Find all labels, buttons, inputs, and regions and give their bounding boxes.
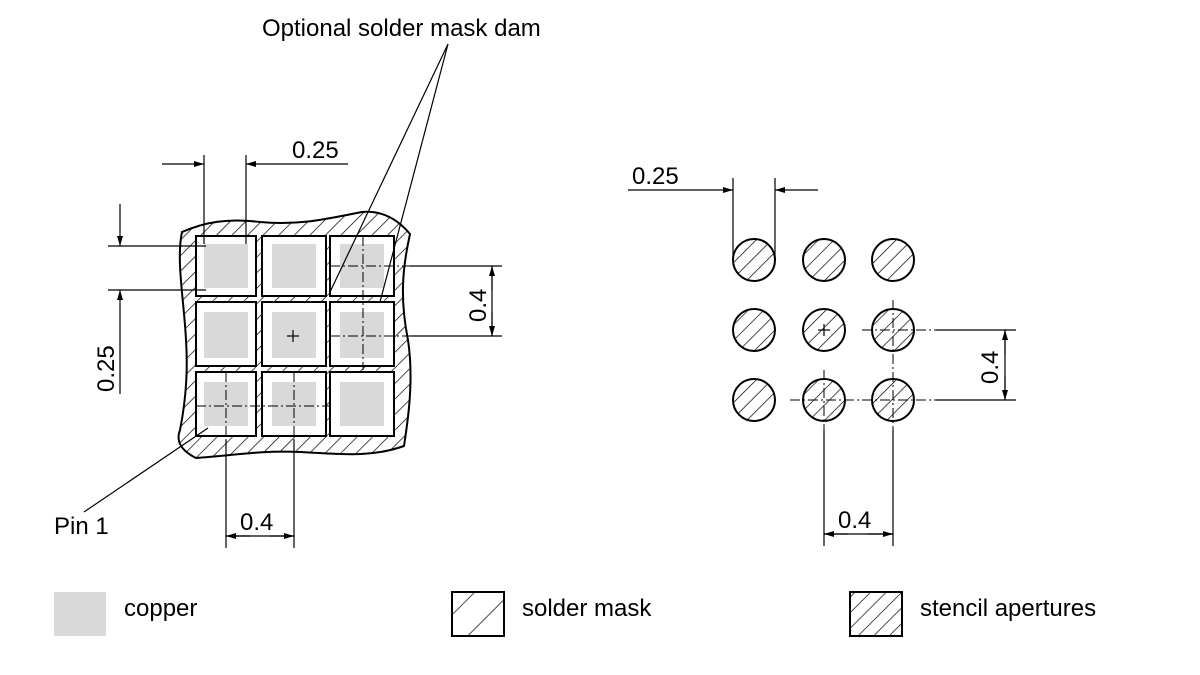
copper-pad: [204, 312, 248, 358]
copper-pad: [340, 312, 384, 358]
dim-left-pitch-v: [410, 265, 502, 337]
dim-label-left-pitch-v: 0.4: [465, 289, 492, 322]
copper-pad: [204, 244, 248, 288]
legend-label-stencil: stencil apertures: [920, 595, 1096, 622]
dim-right-pitch-h: [823, 430, 894, 546]
dim-left-pitch-h: [225, 440, 295, 548]
right-stencil-pattern: 0.25 0.4 0.4: [628, 163, 1016, 546]
center-mark-right: [818, 324, 830, 336]
left-land-pattern: 0.25 0.25 0.4 0.4: [83, 43, 502, 548]
legend-solder-mask: solder mask: [451, 591, 652, 637]
legend-copper: copper: [54, 592, 197, 636]
stencil-aperture: [732, 308, 776, 352]
dim-left-side: [108, 204, 206, 394]
dim-label-right-diameter: 0.25: [632, 163, 679, 190]
center-lines-right: [790, 300, 936, 430]
dim-right-diameter: [628, 178, 818, 260]
stencil-aperture: [871, 238, 915, 282]
leader-lines: [83, 43, 449, 513]
dim-label-left-side: 0.25: [93, 345, 120, 392]
legend-label-solder-mask: solder mask: [522, 595, 652, 622]
stencil-aperture: [732, 378, 776, 422]
dim-left-top: [162, 155, 348, 244]
stencil-aperture: [732, 238, 776, 282]
solder-mask-swatch: [451, 591, 505, 637]
center-lines-left: [196, 236, 410, 440]
legend-stencil: stencil apertures: [849, 591, 1096, 637]
copper-pad: [272, 312, 316, 358]
dim-right-pitch-v: [936, 329, 1016, 401]
label-solder-mask-dam: Optional solder mask dam: [262, 15, 541, 42]
dim-label-right-pitch-v: 0.4: [977, 351, 1004, 384]
legend-label-copper: copper: [124, 595, 197, 622]
stencil-swatch: [849, 591, 903, 637]
center-mark: [287, 330, 299, 342]
copper-pad: [272, 244, 316, 288]
stencil-aperture: [802, 238, 846, 282]
dim-label-left-top: 0.25: [292, 137, 339, 164]
legend: copper solder mask stencil apertures: [54, 591, 1096, 637]
dim-label-right-pitch-h: 0.4: [838, 507, 871, 534]
label-pin-1: Pin 1: [54, 513, 109, 540]
dim-label-left-pitch-h: 0.4: [240, 509, 273, 536]
copper-swatch: [54, 592, 106, 636]
copper-pad: [340, 382, 384, 426]
